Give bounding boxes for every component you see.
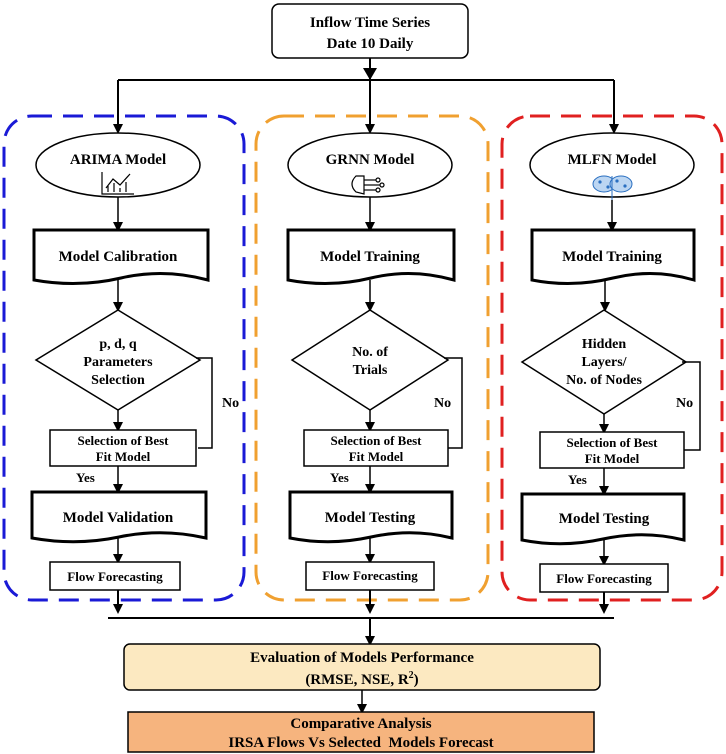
comparative-line1: Comparative Analysis — [290, 716, 431, 732]
grnn-select-line1: Selection of Best — [331, 433, 423, 448]
arima-model-label: ARIMA Model — [70, 152, 166, 168]
grnn-diamond-line1: No. of — [352, 345, 388, 360]
mlfn-select-line2: Fit Model — [585, 451, 640, 466]
arima-select-line2: Fit Model — [96, 449, 151, 464]
grnn-diamond-line2: Trials — [353, 363, 388, 378]
grnn-forecast-box — [305, 561, 435, 591]
brain-network-icon — [592, 175, 633, 200]
mlfn-diamond-line1: Hidden — [582, 337, 627, 352]
arima-diamond-line1: p, d, q — [99, 337, 137, 352]
top-connectors — [113, 58, 619, 134]
mlfn-select-box — [539, 431, 685, 469]
grnn-no-label: No — [434, 396, 451, 411]
arima-calibration-doc — [32, 228, 210, 286]
comparative-line2: IRSA Flows Vs Selected Models Forecast — [228, 735, 493, 751]
bottom-connectors — [108, 590, 614, 646]
arima-validation-label: Model Validation — [63, 510, 174, 526]
grnn-forecast-label: Flow Forecasting — [322, 568, 418, 583]
arima-diamond-line2: Parameters — [83, 355, 153, 370]
mlfn-diamond-line2: Layers/ — [581, 355, 627, 370]
arrow-head-icon — [363, 68, 377, 80]
arima-select-line1: Selection of Best — [78, 433, 170, 448]
grnn-select-line2: Fit Model — [349, 449, 404, 464]
grnn-no-loop — [444, 357, 463, 449]
grnn-yes-label: Yes — [330, 470, 349, 485]
mlfn-training-label: Model Training — [562, 249, 662, 265]
mlfn-forecast-label: Flow Forecasting — [556, 571, 652, 586]
arima-yes-label: Yes — [76, 470, 95, 485]
arima-forecast-box — [49, 561, 181, 591]
grnn-training-label: Model Training — [320, 249, 420, 265]
mlfn-training-doc — [530, 228, 696, 286]
grnn-group-frame — [254, 114, 490, 602]
arima-forecast-label: Flow Forecasting — [67, 569, 163, 584]
mlfn-testing-label: Model Testing — [559, 511, 650, 527]
grnn-training-doc — [286, 228, 456, 286]
arima-validation-doc — [30, 490, 208, 544]
inflow-line1: Inflow Time Series — [310, 15, 430, 31]
mlfn-yes-label: Yes — [568, 472, 587, 487]
mlfn-no-label: No — [676, 396, 693, 411]
mlfn-forecast-box — [539, 563, 669, 593]
grnn-testing-label: Model Testing — [325, 510, 416, 526]
grnn-testing-doc — [288, 490, 454, 544]
grnn-model-label: GRNN Model — [326, 152, 415, 168]
arima-group-frame — [2, 114, 246, 602]
neural-chip-icon — [351, 175, 385, 195]
comparative-box — [127, 711, 595, 753]
inflow-line2: Date 10 Daily — [327, 36, 414, 52]
evaluation-line2: (RMSE, NSE, R2) — [305, 670, 418, 688]
arima-no-label: No — [222, 396, 239, 411]
mlfn-no-loop — [682, 361, 701, 451]
line-chart-icon — [101, 172, 134, 195]
mlfn-diamond-line3: No. of Nodes — [566, 373, 642, 388]
evaluation-line1: Evaluation of Models Performance — [250, 650, 474, 666]
mlfn-testing-doc — [520, 492, 686, 546]
arima-no-loop — [196, 357, 213, 449]
arima-diamond-line3: Selection — [91, 373, 145, 388]
mlfn-select-line1: Selection of Best — [567, 435, 659, 450]
arima-select-box — [49, 429, 197, 467]
arima-calibration-label: Model Calibration — [59, 249, 178, 265]
mlfn-model-label: MLFN Model — [568, 152, 657, 168]
grnn-select-box — [303, 429, 449, 467]
grnn-decision-diamond — [290, 309, 450, 411]
mlfn-group-frame — [500, 114, 724, 602]
